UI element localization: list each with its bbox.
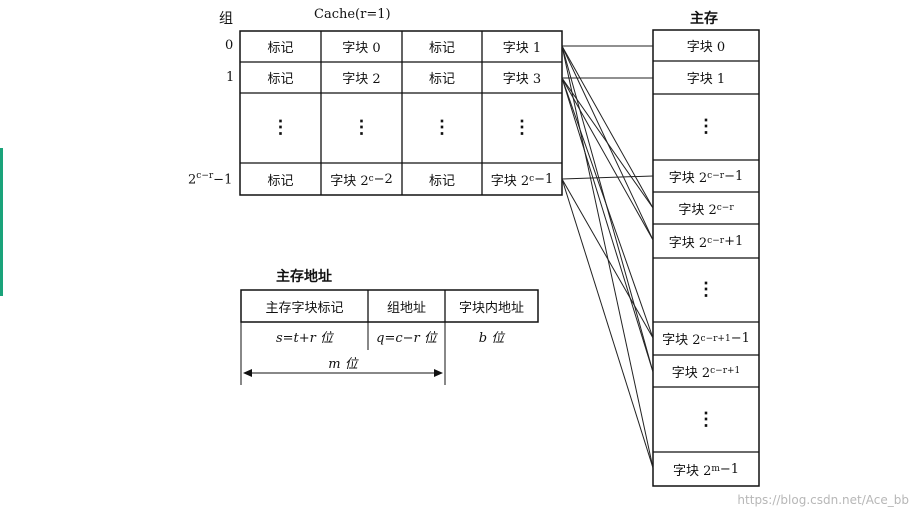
memory-block-1: 字块 1 (686, 72, 726, 87)
cache-block-1: 字块 1 (502, 41, 542, 56)
address-width-group: q=c−r 位 (376, 330, 437, 346)
group-number-1: 1 (226, 70, 235, 85)
address-total-bits: m 位 (328, 356, 358, 372)
cache-block-2: 字块 2 (342, 72, 381, 87)
group-header: 组 (219, 11, 233, 27)
left-accent-bar (0, 148, 3, 296)
group-number-last: 2c−r−1 (188, 171, 233, 188)
cache-tag-1-0: 标记 (267, 72, 294, 87)
cache-tag-0-1: 标记 (428, 41, 455, 56)
cache-tag-0-0: 标记 (267, 41, 294, 56)
cache-tag-1-1: 标记 (428, 72, 455, 87)
cache-ellipsis-3: ⋮ (433, 117, 451, 138)
address-width-offset: b 位 (478, 330, 505, 346)
address-field-offset: 字块内地址 (458, 300, 524, 316)
memory-ellipsis-1: ⋮ (697, 116, 715, 137)
cache-block-3: 字块 3 (502, 72, 542, 87)
address-width-tag: s=t+r 位 (275, 330, 334, 346)
memory-block-0: 字块 0 (686, 40, 726, 55)
memory-ellipsis-2: ⋮ (697, 279, 715, 300)
cache-ellipsis-4: ⋮ (513, 117, 531, 138)
address-title: 主存地址 (276, 269, 332, 285)
address-field-group: 组地址 (386, 300, 426, 316)
cache-title: Cache(r=1) (314, 7, 391, 22)
group-number-0: 0 (225, 38, 234, 53)
cache-block-0: 字块 0 (342, 41, 381, 56)
cache-tag-last-1: 标记 (428, 173, 455, 189)
cache-tag-last-0: 标记 (267, 173, 294, 189)
memory-ellipsis-3: ⋮ (697, 408, 715, 430)
memory-title: 主存 (690, 11, 718, 27)
address-field-tag: 主存字块标记 (265, 300, 344, 316)
cache-ellipsis-1: ⋮ (271, 117, 290, 138)
cache-ellipsis-2: ⋮ (352, 117, 371, 138)
watermark: https://blog.csdn.net/Ace_bb (737, 493, 909, 507)
